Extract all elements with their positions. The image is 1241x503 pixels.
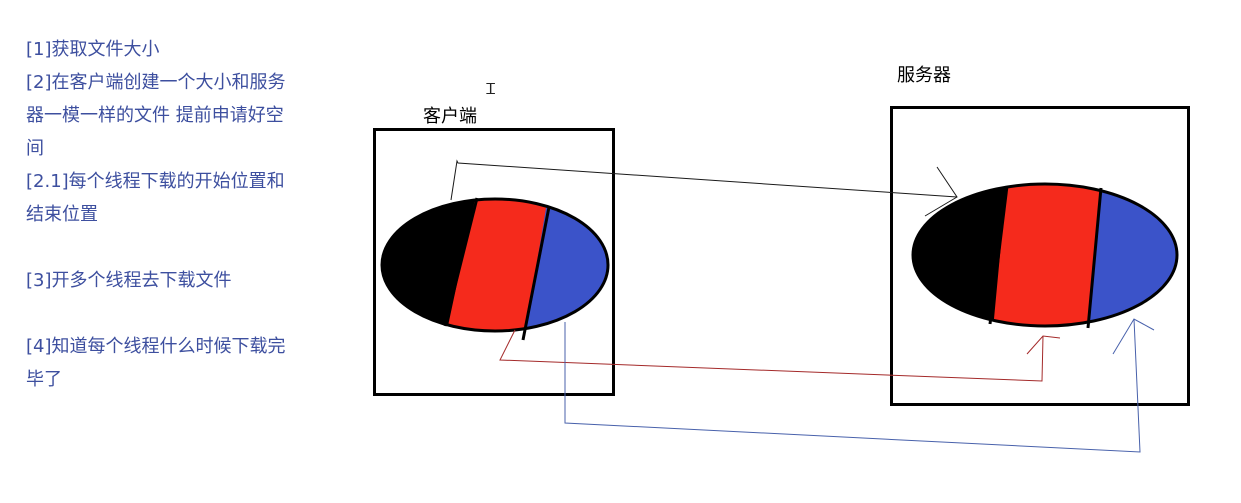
step-line: [2]在客户端创建一个大小和服务 bbox=[26, 72, 286, 93]
client-file-outline bbox=[380, 197, 610, 333]
step-line: [4]知道每个线程什么时候下载完 bbox=[26, 336, 286, 357]
step-item: [4]知道每个线程什么时候下载完毕了 bbox=[26, 330, 316, 396]
step-item: [1]获取文件大小 bbox=[26, 33, 316, 66]
thread-arrow-blue bbox=[564, 318, 1155, 453]
step-line: 结束位置 bbox=[26, 204, 98, 225]
client-divider-2 bbox=[521, 206, 551, 341]
server-divider-1 bbox=[988, 185, 1009, 325]
client-file bbox=[382, 199, 608, 331]
server-label: 服务器 bbox=[897, 65, 951, 86]
text-cursor-icon: Ꮖ bbox=[486, 80, 496, 98]
step-item: [2]在客户端创建一个大小和服务器一模一样的文件 提前申请好空间 bbox=[26, 66, 316, 165]
thread-arrow-red bbox=[499, 329, 1061, 382]
server-divider-2 bbox=[1086, 187, 1103, 329]
step-item: [3]开多个线程去下载文件 bbox=[26, 264, 316, 297]
client-box bbox=[373, 128, 615, 396]
client-divider-1 bbox=[443, 197, 479, 327]
step-item: [2.1]每个线程下载的开始位置和结束位置 bbox=[26, 165, 316, 231]
step-line: 间 bbox=[26, 138, 44, 159]
server-file bbox=[913, 184, 1177, 326]
thread-arrow-black bbox=[450, 159, 958, 217]
client-label: 客户端 bbox=[423, 106, 477, 127]
server-box bbox=[890, 106, 1190, 406]
steps-list: [1]获取文件大小 [2]在客户端创建一个大小和服务器一模一样的文件 提前申请好空… bbox=[26, 33, 316, 396]
step-line: 器一模一样的文件 提前申请好空 bbox=[26, 105, 284, 126]
step-line: [3]开多个线程去下载文件 bbox=[26, 270, 232, 291]
server-file-outline bbox=[911, 182, 1179, 328]
step-line: 毕了 bbox=[26, 369, 62, 390]
step-line: [2.1]每个线程下载的开始位置和 bbox=[26, 171, 285, 192]
step-line: [1]获取文件大小 bbox=[26, 39, 160, 60]
